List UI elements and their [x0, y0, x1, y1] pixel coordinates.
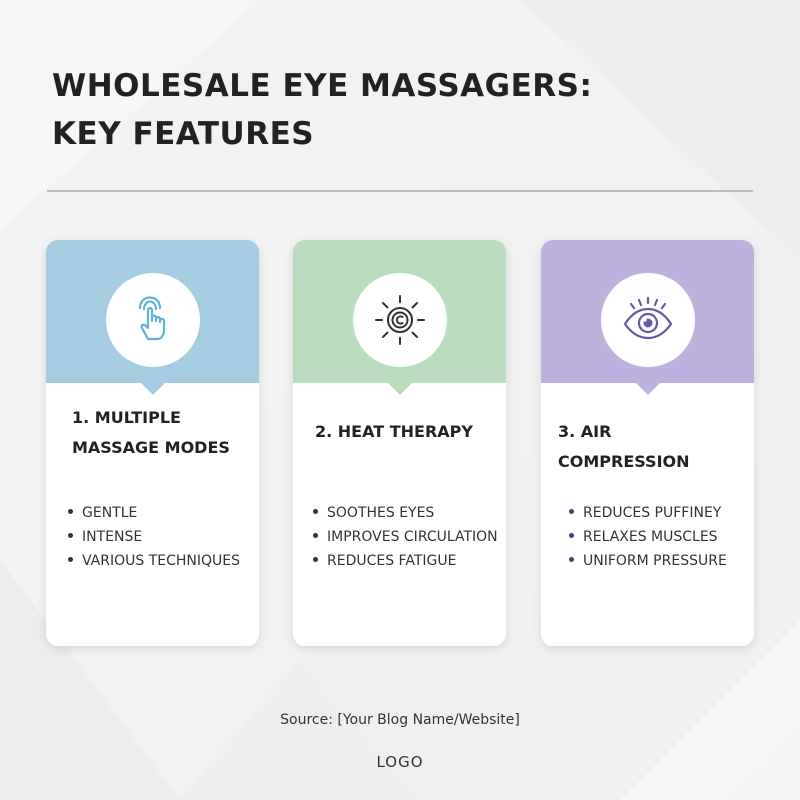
heat-sun-icon — [374, 295, 425, 345]
feature-list: GENTLE INTENSE VARIOUS TECHNIQUES — [66, 501, 255, 573]
feature-card-air-compression: 3. AIR COMPRESSION REDUCES PUFFINEY RELA… — [541, 240, 754, 646]
bullet-dot — [68, 557, 73, 562]
feature-card-multiple-massage-modes: 1. MULTIPLE MASSAGE MODES GENTLE INTENSE… — [46, 240, 259, 646]
logo: LOGO — [376, 753, 424, 771]
bullet-dot — [313, 533, 318, 538]
bullet-dot — [313, 509, 318, 514]
list-item: SOOTHES EYES — [311, 501, 502, 525]
list-item-text: UNIFORM PRESSURE — [583, 553, 727, 569]
list-item-text: GENTLE — [82, 505, 138, 521]
icon-badge — [105, 273, 200, 367]
list-item-text: RELAXES MUSCLES — [583, 529, 718, 545]
list-item-text: SOOTHES EYES — [327, 505, 435, 521]
list-item: REDUCES PUFFINEY — [567, 501, 750, 525]
list-item: VARIOUS TECHNIQUES — [66, 549, 255, 573]
page-title: WHOLESALE EYE MASSAGERS: KEY FEATURES — [52, 62, 752, 158]
source-credit: Source: [Your Blog Name/Website] — [280, 712, 520, 728]
card-title: 3. AIR COMPRESSION — [558, 422, 690, 471]
list-item-text: REDUCES FATIGUE — [327, 553, 457, 569]
feature-list: SOOTHES EYES IMPROVES CIRCULATION REDUCE… — [311, 501, 502, 573]
title-divider — [47, 190, 753, 192]
bullet-dot — [68, 533, 73, 538]
page-title-line-2: KEY FEATURES — [52, 116, 315, 152]
list-item: INTENSE — [66, 525, 255, 549]
bullet-dot — [313, 557, 318, 562]
list-item: REDUCES FATIGUE — [311, 549, 502, 573]
icon-badge — [600, 273, 695, 367]
card-header — [46, 240, 259, 395]
bullet-dot — [569, 557, 574, 562]
card-title: 2. HEAT THERAPY — [315, 422, 473, 441]
card-header — [541, 240, 754, 395]
hand-tap-icon — [138, 296, 165, 341]
list-item-text: REDUCES PUFFINEY — [583, 505, 722, 521]
list-item-text: INTENSE — [82, 529, 143, 545]
page-title-line-1: WHOLESALE EYE MASSAGERS: — [52, 68, 593, 104]
list-item: UNIFORM PRESSURE — [567, 549, 750, 573]
list-item: GENTLE — [66, 501, 255, 525]
list-item-text: IMPROVES CIRCULATION — [327, 529, 498, 545]
list-item: RELAXES MUSCLES — [567, 525, 750, 549]
bullet-dot — [569, 509, 574, 514]
eye-icon — [623, 296, 672, 340]
feature-list: REDUCES PUFFINEY RELAXES MUSCLES UNIFORM… — [567, 501, 750, 573]
bullet-dot — [569, 533, 574, 538]
feature-card-heat-therapy: 2. HEAT THERAPY SOOTHES EYES IMPROVES CI… — [293, 240, 506, 646]
list-item-text: VARIOUS TECHNIQUES — [82, 553, 241, 569]
list-item: IMPROVES CIRCULATION — [311, 525, 502, 549]
card-title: 1. MULTIPLE MASSAGE MODES — [72, 408, 230, 457]
card-header — [293, 240, 506, 395]
icon-badge — [352, 273, 447, 367]
bullet-dot — [68, 509, 73, 514]
